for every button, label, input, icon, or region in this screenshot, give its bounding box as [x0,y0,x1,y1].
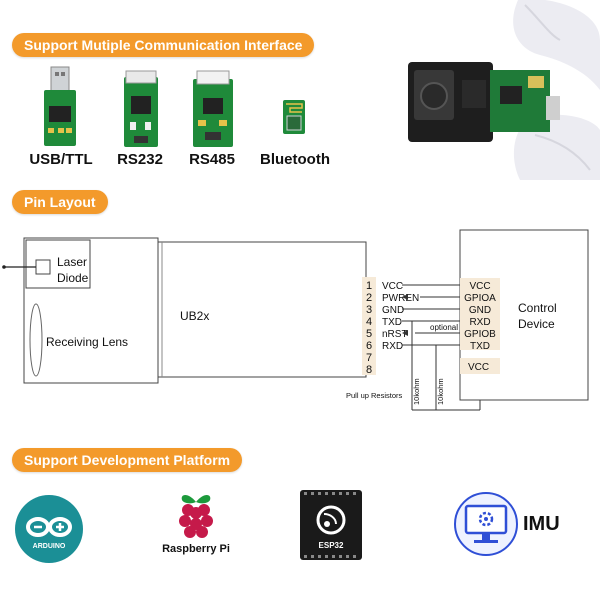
laser-label-line1: Laser [57,255,87,269]
pin-layout-banner: Pin Layout [12,190,108,214]
control-pin-name: GPIOB [464,329,496,340]
control-pin-name: GPIOA [464,293,496,304]
pin-number: 7 [366,352,372,364]
optional-label: optional [430,323,458,332]
esp32-label: ESP32 [319,541,344,550]
raspberry-pi-label: Raspberry Pi [162,543,230,555]
pin-name: GND [382,305,404,316]
laser-diode-tip [35,259,51,275]
interface-boards [44,66,305,147]
receiving-lens-label: Receiving Lens [46,335,128,349]
pin-name: RXD [382,341,403,352]
arduino-logo-icon: ARDUINO [15,495,83,563]
pin-name: TXD [382,317,402,328]
pin-name: VCC [382,281,403,292]
control-pin-name: GND [469,305,491,316]
control-pin-column [460,278,500,350]
interface-label-rs485: RS485 [189,151,235,168]
resistor1-label: 10kohm [412,378,421,405]
bluetooth-board-icon [283,100,305,134]
control-pin-name: VCC [469,281,490,292]
pin-number: 4 [366,316,372,328]
arduino-label: ARDUINO [33,543,66,550]
pin-name: nRST [382,329,408,340]
usb-ttl-board-icon [44,66,76,146]
interface-label-bluetooth: Bluetooth [260,151,330,168]
imu-label: IMU [523,513,560,535]
pin-number: 8 [366,364,372,376]
rs232-board-icon [124,70,158,147]
pin-name: PWREN [382,293,419,304]
pin-number: 2 [366,292,372,304]
raspberry-pi-logo-icon [179,495,213,538]
control-device-line1: Control [518,301,557,315]
interface-label-rs232: RS232 [117,151,163,168]
pin-number: 1 [366,280,372,292]
imu-monitor-icon [454,492,518,556]
resistor2-label: 10kohm [436,378,445,405]
interface-label-usb-ttl: USB/TTL [29,151,93,168]
pin-number: 5 [366,328,372,340]
sensor-product-photo [400,0,600,180]
pullup-label: Pull up Resistors [346,391,403,400]
control-pin-name: RXD [469,317,490,328]
control-device-line2: Device [518,317,555,331]
rs485-board-icon [193,70,233,147]
laser-label-line2: Diode [57,271,89,285]
esp32-chip-icon: ESP32 [300,490,362,560]
control-pin-name: TXD [470,341,490,352]
platform-banner: Support Development Platform [12,448,243,472]
control-vcc-box [460,358,500,374]
communication-banner: Support Mutiple Communication Interface [12,33,315,57]
control-vcc-label: VCC [468,362,489,373]
receiving-lens-shape [29,303,43,377]
module-label: UB2x [180,309,209,323]
pin-number: 3 [366,304,372,316]
pin-column [362,277,376,375]
pin-number: 6 [366,340,372,352]
